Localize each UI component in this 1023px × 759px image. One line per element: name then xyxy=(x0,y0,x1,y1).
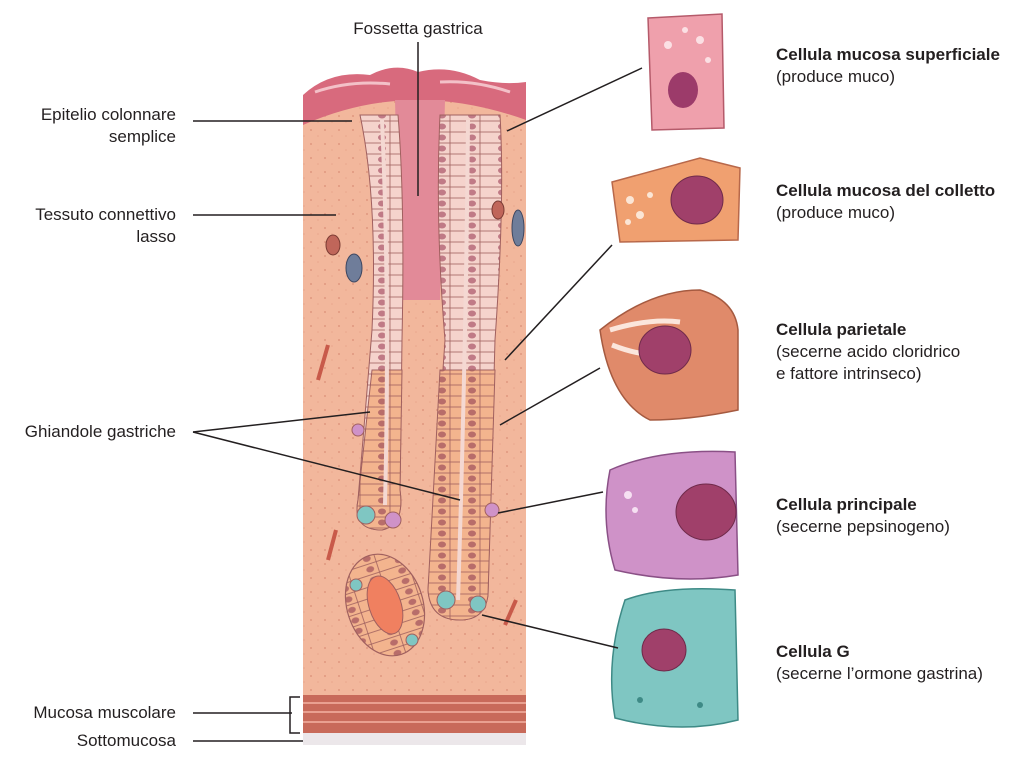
cell-parietal xyxy=(599,289,739,421)
submucosa xyxy=(303,733,526,745)
label-sottomucosa: Sottomucosa xyxy=(76,731,176,750)
cell-desc-2: e fattore intrinseco) xyxy=(776,364,922,383)
cell-name: Cellula mucosa del colletto xyxy=(776,181,996,200)
muscularis-mucosae xyxy=(303,695,526,733)
cell-name: Cellula G xyxy=(776,642,850,661)
label-tessuto-line2: lasso xyxy=(136,227,176,246)
label-fossetta-gastrica: Fossetta gastrica xyxy=(353,19,483,38)
cell-name: Cellula principale xyxy=(776,495,917,514)
cell-desc: (produce muco) xyxy=(776,67,896,86)
label-mucosa-muscolare: Mucosa muscolare xyxy=(33,703,176,722)
label-tessuto-line1: Tessuto connettivo xyxy=(35,205,176,224)
cell-name: Cellula parietale xyxy=(776,320,907,339)
cell-desc: (secerne pepsinogeno) xyxy=(776,517,950,536)
cell-desc: (secerne acido cloridrico xyxy=(776,342,961,361)
cell-label-surface-mucous: Cellula mucosa superficiale (produce muc… xyxy=(776,44,1000,88)
label-ghiandole: Ghiandole gastriche xyxy=(24,422,176,441)
cell-g xyxy=(610,588,739,728)
cell-chief xyxy=(605,450,739,580)
tissue-block xyxy=(303,67,526,745)
cell-surface-mucous xyxy=(647,13,725,131)
leader-lines xyxy=(192,42,643,742)
label-epitelio-line1: Epitelio colonnare xyxy=(40,105,176,124)
cell-desc: (secerne l’ormone gastrina) xyxy=(776,664,983,683)
label-epitelio-line2: semplice xyxy=(108,127,176,146)
cell-label-g: Cellula G (secerne l’ormone gastrina) xyxy=(776,641,983,685)
cell-label-mucous-neck: Cellula mucosa del colletto (produce muc… xyxy=(776,180,995,224)
gastric-pit xyxy=(395,100,445,300)
cell-desc: (produce muco) xyxy=(776,203,896,222)
cell-label-parietal: Cellula parietale (secerne acido cloridr… xyxy=(776,319,960,385)
cell-mucous-neck xyxy=(611,157,741,243)
cell-name: Cellula mucosa superficiale xyxy=(776,45,1000,64)
cell-label-chief: Cellula principale (secerne pepsinogeno) xyxy=(776,494,950,538)
